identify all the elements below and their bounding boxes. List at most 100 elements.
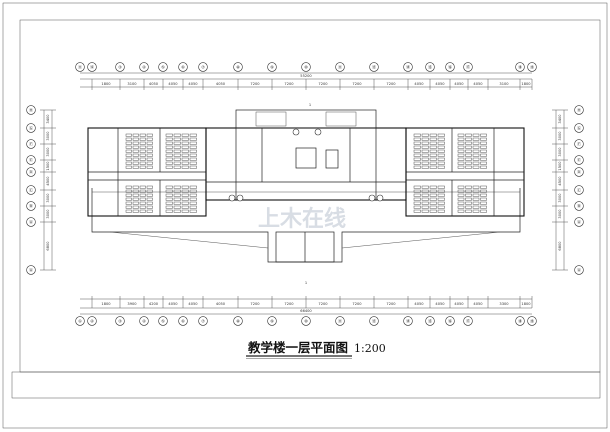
- grid-bubble: ⑮: [425, 316, 435, 326]
- dimension-segment: 4050: [216, 302, 226, 306]
- section-mark-bottom: 1: [305, 281, 307, 285]
- dimension-segment: 7200: [250, 82, 260, 86]
- grid-bubble: Ⓐ: [574, 265, 584, 275]
- dimension-segment: 3000: [558, 147, 562, 157]
- dimension-segment: 3100: [499, 82, 509, 86]
- dimension-segment: 3400: [558, 114, 562, 124]
- svg-text:⑬: ⑬: [372, 318, 376, 324]
- dimension-segment: 1800: [101, 302, 111, 306]
- grid-bubble: ③: [115, 62, 125, 72]
- classroom-desks: [457, 185, 487, 213]
- grid-bubble: ⑦: [198, 62, 208, 72]
- title-strip: [11, 371, 601, 399]
- svg-text:Ⓖ: Ⓖ: [577, 125, 581, 131]
- grid-bubble: Ⓕ: [574, 139, 584, 149]
- svg-text:④: ④: [142, 319, 146, 324]
- svg-text:⑦: ⑦: [201, 319, 205, 324]
- grid-bubble: Ⓐ: [26, 217, 36, 227]
- svg-text:⑭: ⑭: [406, 64, 410, 70]
- svg-text:⑨: ⑨: [270, 319, 274, 324]
- grid-bubble: ⑥: [178, 316, 188, 326]
- top-total-dimension: 55200: [300, 74, 312, 78]
- dimension-segment: 7200: [386, 82, 396, 86]
- svg-text:⑲: ⑲: [530, 64, 534, 70]
- dimension-segment: 6800: [558, 241, 562, 251]
- grid-bubble: ④: [139, 62, 149, 72]
- grid-bubble: Ⓑ: [26, 201, 36, 211]
- dimension-segment: 4050: [414, 302, 424, 306]
- svg-text:⑨: ⑨: [270, 65, 274, 70]
- grid-bubble: Ⓐ: [26, 265, 36, 275]
- corridor-columns: [228, 128, 384, 202]
- grid-bubble: ①: [75, 316, 85, 326]
- grid-bubble: ⑭: [403, 316, 413, 326]
- dimension-segment: 3900: [127, 302, 137, 306]
- watermark-text: 上木在线: [258, 206, 346, 232]
- dimension-segment: 3000: [46, 209, 50, 219]
- dimension-segment: 4050: [188, 302, 198, 306]
- dimension-segment: 7200: [284, 302, 294, 306]
- dimension-segment: 4050: [435, 302, 445, 306]
- grid-bubble: ⑲: [527, 62, 537, 72]
- drawing-scale: 1:200: [354, 342, 386, 355]
- svg-text:⑪: ⑪: [78, 64, 82, 70]
- grid-bubble: Ⓖ: [26, 123, 36, 133]
- svg-text:Ⓕ: Ⓕ: [29, 141, 33, 147]
- grid-bubble: Ⓔ: [26, 155, 36, 165]
- grid-bubble: ⑤: [158, 316, 168, 326]
- svg-text:⑧: ⑧: [236, 319, 240, 324]
- grid-bubble: ⑩: [301, 62, 311, 72]
- dimension-segment: 3400: [46, 114, 50, 124]
- grid-bubble: Ⓓ: [574, 167, 584, 177]
- grid-bubble: ⑨: [267, 62, 277, 72]
- svg-text:Ⓖ: Ⓖ: [29, 125, 33, 131]
- svg-text:⑭: ⑭: [406, 318, 410, 324]
- grid-bubble: ⑬: [369, 62, 379, 72]
- dimension-segment: 7200: [352, 82, 362, 86]
- grid-bubble: ③: [115, 316, 125, 326]
- dimension-segment: 3000: [558, 193, 562, 203]
- dimension-segment: 3000: [46, 147, 50, 157]
- classroom-desks: [165, 185, 197, 213]
- svg-text:⑦: ⑦: [201, 65, 205, 70]
- grid-bubble: Ⓖ: [574, 123, 584, 133]
- svg-text:③: ③: [118, 65, 122, 70]
- svg-text:⑥: ⑥: [181, 319, 185, 324]
- dimension-segment: 3300: [499, 302, 509, 306]
- dimension-segment: 1800: [101, 82, 111, 86]
- grid-bubble: Ⓐ: [574, 217, 584, 227]
- top-stair: [255, 111, 357, 127]
- classroom-desks: [457, 133, 487, 169]
- svg-text:⑮: ⑮: [428, 64, 432, 70]
- grid-bubble: ⑭: [403, 62, 413, 72]
- svg-text:⑮: ⑮: [428, 318, 432, 324]
- svg-text:Ⓐ: Ⓐ: [29, 267, 33, 273]
- svg-text:Ⓑ: Ⓑ: [577, 203, 581, 209]
- grid-bubble: ⑧: [233, 62, 243, 72]
- grid-bubble: ⑪: [75, 62, 85, 72]
- dimension-segment: 3000: [46, 193, 50, 203]
- svg-text:⑥: ⑥: [181, 65, 185, 70]
- grid-bubble: ⑦: [198, 316, 208, 326]
- grid-bubble: Ⓒ: [574, 185, 584, 195]
- classroom-desks: [413, 133, 445, 169]
- dimension-segment: 1800: [521, 82, 531, 86]
- grid-bubble: ④: [139, 316, 149, 326]
- grid-bubble: Ⓓ: [26, 167, 36, 177]
- dimension-segment: 4050: [149, 82, 159, 86]
- grid-bubble: ⑪: [335, 62, 345, 72]
- grid-bubble: Ⓔ: [574, 155, 584, 165]
- svg-text:⑱: ⑱: [518, 318, 522, 324]
- svg-text:⑰: ⑰: [466, 64, 470, 70]
- dimension-segment: 7200: [284, 82, 294, 86]
- svg-text:⑧: ⑧: [236, 65, 240, 70]
- dimension-segment: 1500: [46, 161, 50, 171]
- dimension-segment: 1800: [521, 302, 531, 306]
